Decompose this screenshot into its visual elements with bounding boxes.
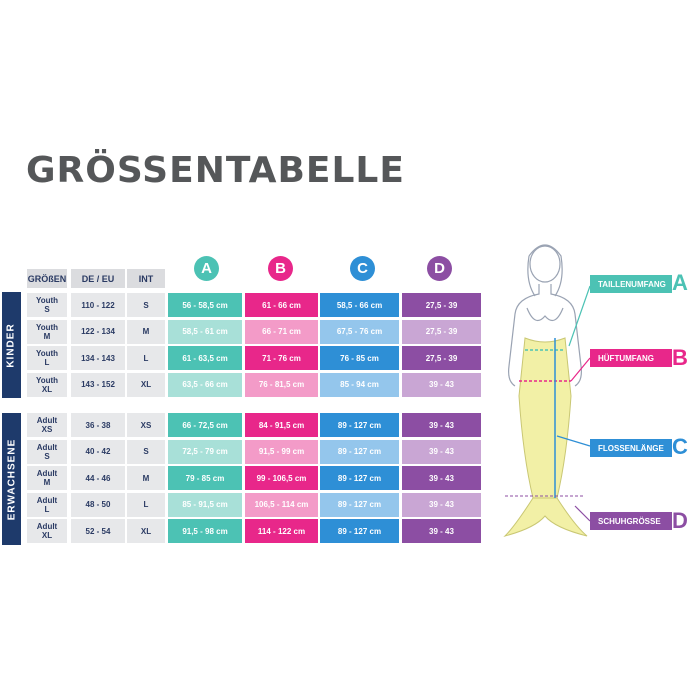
table-cell-c: 89 - 127 cm: [320, 492, 399, 517]
table-cell-de_eu: 110 - 122: [71, 293, 125, 317]
pointer-a: [568, 285, 591, 347]
table-cell-int: L: [127, 346, 165, 370]
header-int: INT: [127, 269, 165, 288]
table-cell-d: 39 - 43: [402, 413, 481, 437]
table-cell-a: 72,5 - 79 cm: [168, 439, 242, 464]
table-cell-b: 99 - 106,5 cm: [245, 466, 318, 490]
table-cell-c: 89 - 127 cm: [320, 413, 399, 437]
table-cell-de_eu: 143 - 152: [71, 372, 125, 397]
callout-letter-c: C: [672, 434, 688, 459]
table-cell-c: 89 - 127 cm: [320, 466, 399, 490]
table-cell-de_eu: 52 - 54: [71, 519, 125, 543]
table-cell-d: 27,5 - 39: [402, 319, 481, 344]
callout-hueftumfang: HÜFTUMFANG: [590, 349, 672, 367]
callout-letter-a: A: [672, 270, 688, 295]
table-cell-b: 76 - 81,5 cm: [245, 372, 318, 397]
table-cell-d: 39 - 43: [402, 372, 481, 397]
callout-letter-b: B: [672, 345, 688, 370]
table-cell-d: 39 - 43: [402, 439, 481, 464]
table-cell-size: Adult XL: [27, 519, 67, 543]
table-cell-int: L: [127, 492, 165, 517]
table-cell-int: S: [127, 293, 165, 317]
table-cell-int: S: [127, 439, 165, 464]
tail-shape: [518, 337, 572, 499]
hair-outline: [527, 244, 563, 297]
table-cell-a: 91,5 - 98 cm: [168, 519, 242, 543]
table-cell-int: XS: [127, 413, 165, 437]
table-cell-c: 89 - 127 cm: [320, 439, 399, 464]
column-b-badge: B: [268, 256, 293, 281]
table-cell-size: Youth XL: [27, 372, 67, 397]
table-cell-size: Adult M: [27, 466, 67, 490]
table-cell-a: 66 - 72,5 cm: [168, 413, 242, 437]
page-title: GRÖSSENTABELLE: [26, 150, 405, 191]
table-cell-size: Youth M: [27, 319, 67, 344]
head-outline: [529, 245, 561, 283]
table-cell-b: 84 - 91,5 cm: [245, 413, 318, 437]
column-d-badge: D: [427, 256, 452, 281]
top-outline: [526, 307, 564, 322]
table-cell-de_eu: 122 - 134: [71, 319, 125, 344]
table-cell-size: Adult S: [27, 439, 67, 464]
header-de-eu: DE / EU: [71, 269, 125, 288]
table-cell-int: M: [127, 466, 165, 490]
table-cell-a: 61 - 63,5 cm: [168, 346, 242, 370]
table-cell-int: XL: [127, 519, 165, 543]
table-cell-c: 67,5 - 76 cm: [320, 319, 399, 344]
group-label-erwachsene: ERWACHSENE: [2, 413, 21, 545]
table-cell-d: 39 - 43: [402, 519, 481, 543]
table-cell-b: 66 - 71 cm: [245, 319, 318, 344]
table-cell-c: 89 - 127 cm: [320, 519, 399, 543]
table-cell-d: 39 - 43: [402, 466, 481, 490]
table-cell-d: 39 - 43: [402, 492, 481, 517]
table-cell-c: 76 - 85 cm: [320, 346, 399, 370]
table-cell-d: 27,5 - 39: [402, 346, 481, 370]
table-cell-size: Youth L: [27, 346, 67, 370]
pointer-d: [574, 505, 591, 522]
table-cell-b: 114 - 122 cm: [245, 519, 318, 543]
table-cell-a: 58,5 - 61 cm: [168, 319, 242, 344]
fin-shape: [503, 497, 588, 537]
callout-schuhgroesse: SCHUHGRÖSSE: [590, 512, 672, 530]
callout-letter-d: D: [672, 508, 688, 533]
table-cell-a: 63,5 - 66 cm: [168, 372, 242, 397]
table-cell-c: 85 - 94 cm: [320, 372, 399, 397]
table-cell-de_eu: 134 - 143: [71, 346, 125, 370]
table-cell-b: 91,5 - 99 cm: [245, 439, 318, 464]
callout-flossenlaenge: FLOSSENLÄNGE: [590, 439, 672, 457]
table-cell-size: Youth S: [27, 293, 67, 317]
table-cell-b: 71 - 76 cm: [245, 346, 318, 370]
table-cell-de_eu: 36 - 38: [71, 413, 125, 437]
callout-taillenumfang: TAILLENUMFANG: [590, 275, 672, 293]
table-cell-int: M: [127, 319, 165, 344]
table-cell-size: Adult L: [27, 492, 67, 517]
table-cell-c: 58,5 - 66 cm: [320, 293, 399, 317]
torso-outline: [508, 284, 582, 387]
table-cell-de_eu: 48 - 50: [71, 492, 125, 517]
table-cell-b: 106,5 - 114 cm: [245, 492, 318, 517]
group-label-kinder: KINDER: [2, 292, 21, 398]
table-cell-size: Adult XS: [27, 413, 67, 437]
table-cell-de_eu: 40 - 42: [71, 439, 125, 464]
table-cell-int: XL: [127, 372, 165, 397]
mermaid-figure: [503, 244, 591, 537]
table-cell-b: 61 - 66 cm: [245, 293, 318, 317]
pointer-c: [556, 435, 591, 447]
table-cell-de_eu: 44 - 46: [71, 466, 125, 490]
table-cell-a: 79 - 85 cm: [168, 466, 242, 490]
header-size: GRÖßEN: [27, 269, 67, 288]
table-cell-a: 56 - 58,5 cm: [168, 293, 242, 317]
table-cell-d: 27,5 - 39: [402, 293, 481, 317]
pointer-b: [570, 357, 591, 382]
column-c-badge: C: [350, 256, 375, 281]
table-cell-a: 85 - 91,5 cm: [168, 492, 242, 517]
column-a-badge: A: [194, 256, 219, 281]
